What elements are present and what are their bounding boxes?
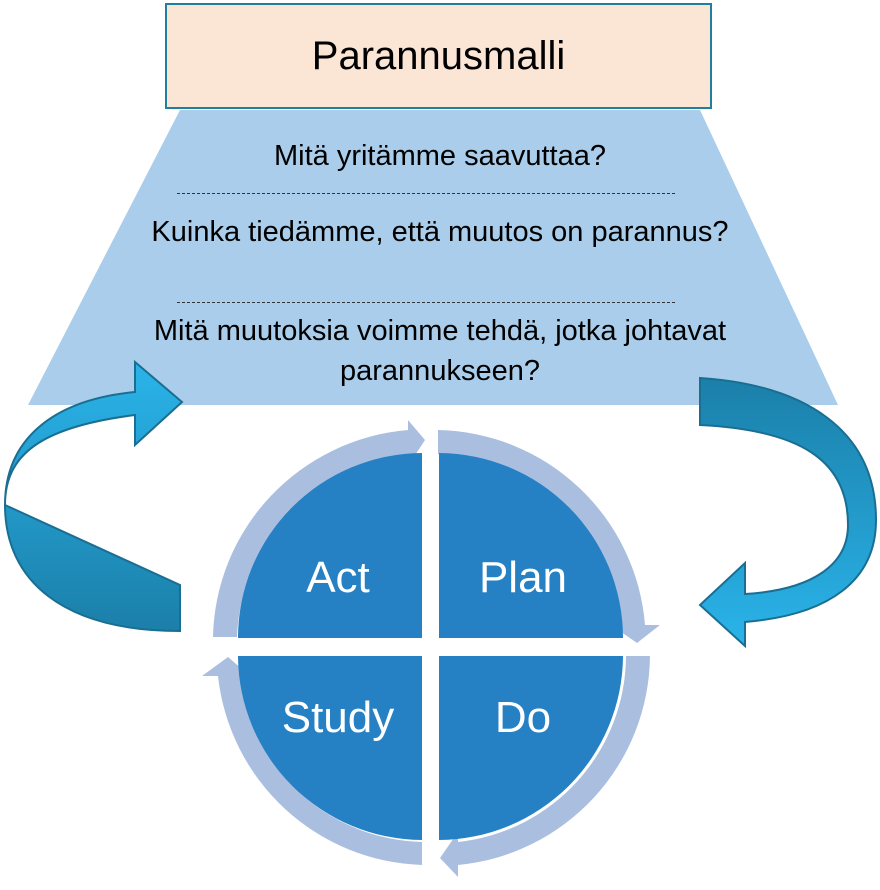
quadrant-study <box>238 656 422 840</box>
question-2: Kuinka tiedämme, että muutos on parannus… <box>151 216 729 248</box>
dashed-divider <box>177 302 675 303</box>
quadrant-plan <box>439 453 623 638</box>
ring-sector-study <box>202 657 422 865</box>
dashed-divider <box>177 193 675 194</box>
label-do: Do <box>494 693 552 742</box>
left-curved-arrow <box>3 359 184 633</box>
ring-sector-act <box>213 420 425 637</box>
diagram-title: Parannusmalli <box>311 33 566 78</box>
title-box: Parannusmalli <box>165 3 712 109</box>
label-act: Act <box>306 553 370 602</box>
right-curved-arrow <box>698 376 878 649</box>
ring-sector-do <box>440 656 650 877</box>
question-3: Mitä muutoksia voimme tehdä, jotka johta… <box>153 315 727 387</box>
quadrant-do <box>439 656 623 840</box>
quadrant-act <box>238 453 422 638</box>
ring-sector-plan <box>438 430 660 643</box>
question-trapezoid <box>28 110 838 405</box>
cycle-quadrants <box>238 453 623 840</box>
cycle-ring <box>202 420 660 877</box>
question-1: Mitä yritämme saavuttaa? <box>273 140 606 172</box>
label-plan: Plan <box>478 553 568 602</box>
label-study: Study <box>281 693 395 742</box>
